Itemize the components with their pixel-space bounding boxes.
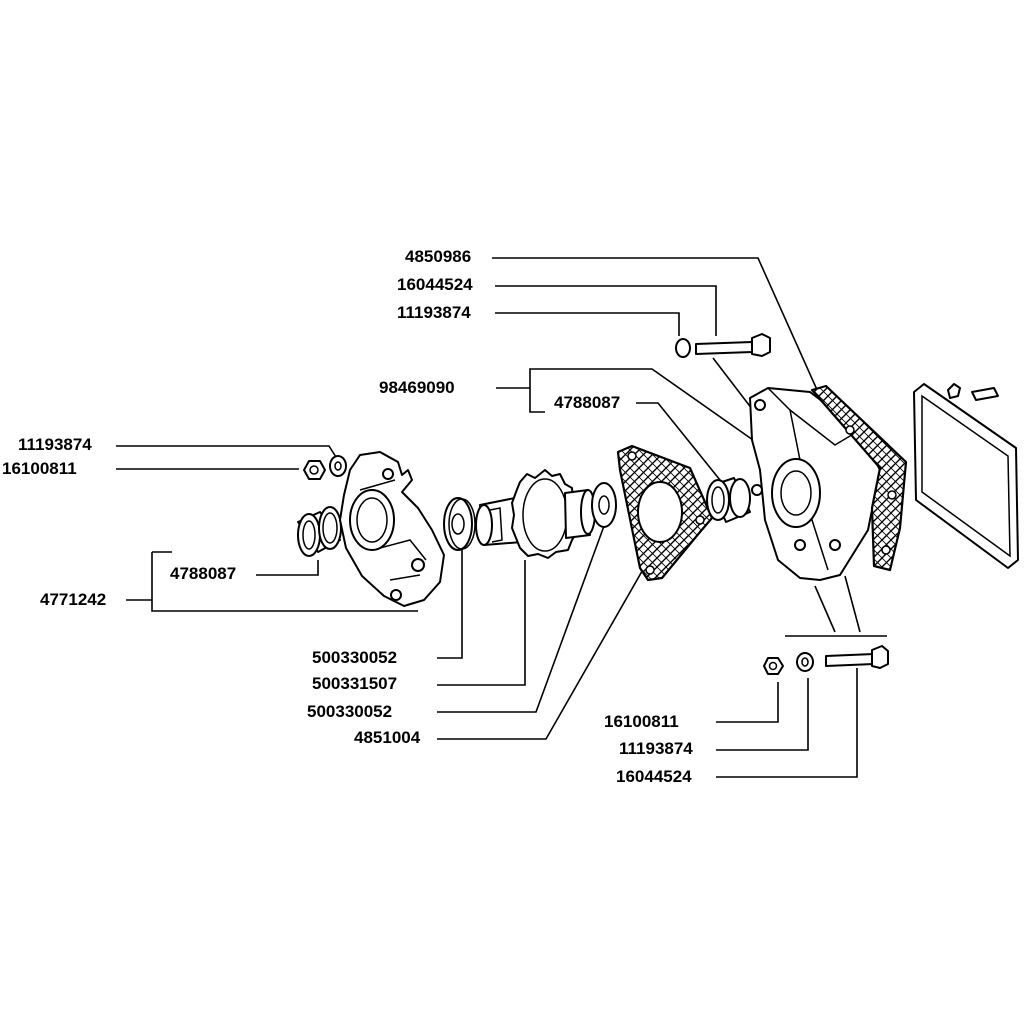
left-housing [339,451,445,607]
cover-gasket [810,384,908,572]
label-4851004: 4851004 [354,728,421,747]
leader-4771242-bracket [126,552,418,612]
label-4788087-left: 4788087 [170,564,236,583]
leader-16100811-right [716,682,779,723]
hatched-gasket [616,444,714,582]
small-screw [947,383,999,401]
label-11193874-right: 11193874 [619,739,693,758]
leader-500330052-a [437,548,463,659]
label-4788087-mid: 4788087 [554,393,620,412]
left-nut [303,460,326,480]
leader-98469090-bracket [496,368,545,413]
right-washer [796,652,814,672]
leader-16044524-top [495,285,717,336]
leader-4851004 [437,565,646,740]
middle-bushing [706,477,751,523]
cover-plate [913,383,1019,569]
shim-washer-right [591,482,617,528]
top-bolt [695,333,771,357]
label-500331507: 500331507 [312,674,397,693]
label-500330052-a: 500330052 [312,648,397,667]
left-washer [329,455,347,477]
label-500330052-b: 500330052 [307,702,392,721]
label-16044524-top: 16044524 [397,275,473,294]
right-nut [763,657,784,675]
leader-16044524-right [716,668,858,778]
label-4771242: 4771242 [40,590,106,609]
leader-lines [116,257,887,778]
leader-11193874-top [495,312,680,336]
gear-shaft [475,469,596,559]
callout-labels: 4850986 16044524 11193874 98469090 47880… [2,247,693,786]
leader-right-bracket [785,575,887,637]
leader-98469090-line [545,368,754,441]
label-4850986-top: 4850986 [405,247,471,266]
label-16100811-right: 16100811 [604,712,679,731]
label-16044524-right: 16044524 [616,767,692,786]
leader-11193874-left [116,445,337,458]
top-washer [675,338,691,358]
leader-4788087-mid [636,402,721,481]
cover-housing [749,387,881,581]
leader-500330052-b [437,525,605,713]
label-16100811-left: 16100811 [2,459,77,478]
leader-4788087-left [256,560,319,576]
label-11193874-top: 11193874 [397,303,471,322]
shim-washer-left [443,497,476,551]
right-bolt [825,645,889,669]
label-11193874-left: 11193874 [18,435,92,454]
leader-11193874-right [716,678,809,751]
leader-4850986-top [492,257,819,393]
left-bushing [297,506,342,557]
label-98469090: 98469090 [379,378,455,397]
leader-500331507 [437,560,526,686]
